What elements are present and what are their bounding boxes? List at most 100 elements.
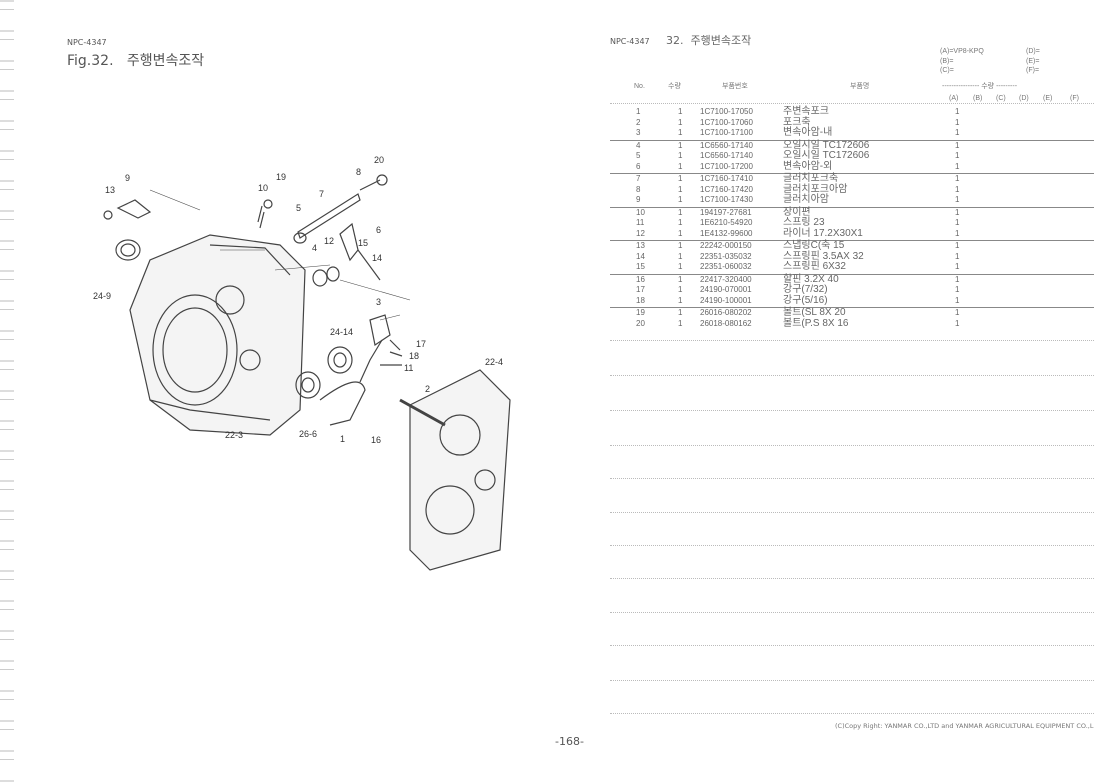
row-qty: 1 (678, 151, 683, 160)
callout-14: 14 (372, 253, 383, 263)
callout-13: 13 (105, 185, 116, 195)
row-part-name: 장이편 (783, 206, 811, 218)
row-qty: 1 (678, 262, 683, 271)
callout-16: 16 (371, 435, 382, 445)
row-part-name: 글러치포크축 (783, 173, 839, 184)
header-qty: 수량 (668, 83, 681, 90)
row-part-no: 1C7100-17060 (700, 117, 753, 127)
row-qty: 1 (678, 195, 683, 204)
callout-6: 6 (376, 225, 382, 235)
group-separator (610, 139, 1094, 141)
row-no: 10 (636, 207, 645, 217)
row-part-no: 1C6560-17140 (700, 151, 753, 160)
callout-2: 2 (425, 384, 431, 394)
row-part-name: 주변속포크 (783, 106, 829, 117)
callout-17: 17 (416, 339, 427, 349)
row-no: 9 (636, 195, 641, 204)
row-no: 15 (636, 262, 645, 271)
row-qty-a: 1 (955, 274, 960, 284)
row-part-no: 24190-100001 (700, 295, 752, 305)
row-qty-a: 1 (955, 285, 960, 294)
row-part-name: 스프링 23 (783, 217, 825, 228)
callout-18: 18 (409, 351, 420, 361)
row-part-name: 스냅링C(축 15 (783, 240, 845, 251)
row-no: 18 (636, 295, 645, 305)
model-b: (B)= (940, 58, 954, 65)
row-part-name: 오일시일 TC172606 (783, 139, 870, 151)
row-no: 8 (636, 184, 641, 194)
row-no: 5 (636, 151, 641, 160)
row-part-no: 1C7160-17420 (700, 184, 753, 194)
header-part-name: 부품명 (850, 83, 870, 90)
row-qty-a: 1 (955, 251, 960, 261)
callout-4: 4 (312, 243, 318, 253)
model-e: (E)= (1026, 58, 1040, 65)
callout-9: 9 (125, 173, 131, 183)
callout-26-6: 26-6 (299, 429, 318, 439)
row-qty-a: 1 (955, 295, 960, 305)
row-qty: 1 (678, 241, 683, 250)
right-doc-code: NPC-4347 (610, 37, 650, 46)
row-no: 20 (636, 318, 645, 328)
qty-col-header: (B) (973, 95, 983, 102)
row-part-no: 22351-060032 (700, 262, 752, 271)
row-part-no: 1C7100-17200 (700, 161, 753, 171)
row-qty: 1 (678, 308, 683, 317)
callout-10: 10 (258, 183, 269, 193)
row-part-no: 22242-000150 (700, 241, 752, 250)
row-no: 16 (636, 274, 645, 284)
row-part-name: 라이너 17.2X30X1 (783, 227, 863, 239)
section-name: 주행변속조작 (690, 34, 752, 47)
row-part-name: 할핀 3.2X 40 (783, 273, 839, 285)
copyright: (C)Copy Right: YANMAR CO.,LTD and YANMAR… (835, 722, 1094, 730)
blank-rule (610, 478, 1094, 479)
row-qty-a: 1 (955, 195, 960, 204)
row-qty: 1 (678, 285, 683, 294)
row-no: 12 (636, 228, 645, 238)
blank-rule (610, 410, 1094, 411)
fig-number: Fig.32. (67, 53, 114, 69)
row-no: 4 (636, 140, 641, 150)
row-part-no: 26018-080162 (700, 318, 752, 328)
qty-col-header: (E) (1043, 95, 1053, 102)
callout-20: 20 (374, 155, 385, 165)
row-qty: 1 (678, 218, 683, 227)
row-qty-a: 1 (955, 218, 960, 227)
row-qty-a: 1 (955, 140, 960, 150)
row-no: 14 (636, 251, 645, 261)
row-qty: 1 (678, 251, 683, 261)
model-c: (C)= (940, 67, 954, 74)
group-separator (610, 307, 1094, 308)
model-f: (F)= (1026, 67, 1040, 74)
page-number: -168- (555, 735, 584, 748)
row-part-no: 22351-035032 (700, 251, 752, 261)
row-qty-a: 1 (955, 161, 960, 171)
row-qty-a: 1 (955, 128, 960, 137)
blank-rule (610, 645, 1094, 646)
row-no: 11 (636, 218, 645, 227)
row-qty: 1 (678, 174, 683, 183)
header-qty-group: ---------------- 수량 --------- (942, 83, 1018, 90)
model-d: (D)= (1026, 48, 1040, 55)
blank-rule (610, 680, 1094, 681)
exploded-parts-diagram (103, 174, 511, 571)
qty-col-header: (A) (949, 95, 959, 102)
group-separator (610, 206, 1094, 208)
row-qty: 1 (678, 318, 683, 328)
row-no: 6 (636, 161, 641, 171)
row-no: 3 (636, 128, 641, 137)
row-qty-a: 1 (955, 318, 960, 328)
callout-19: 19 (276, 172, 287, 182)
callout-15: 15 (358, 238, 369, 248)
row-qty: 1 (678, 107, 683, 116)
row-qty-a: 1 (955, 207, 960, 217)
callout-5: 5 (296, 203, 302, 213)
row-part-no: 1C7160-17410 (700, 174, 753, 183)
figure-title: Fig.32. 주행변속조작 (67, 50, 204, 70)
row-qty-a: 1 (955, 117, 960, 127)
blank-rule (610, 512, 1094, 513)
